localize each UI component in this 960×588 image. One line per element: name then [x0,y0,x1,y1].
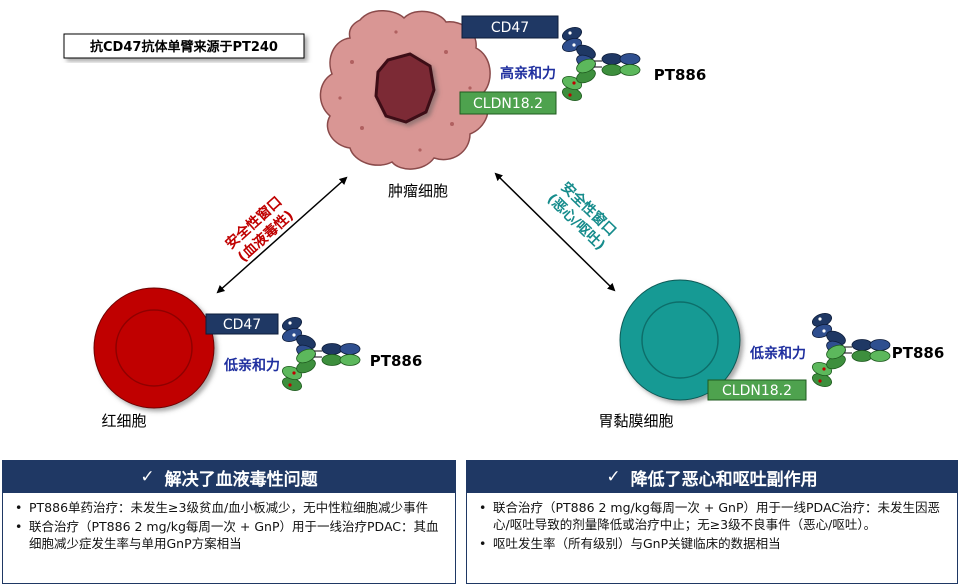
check-icon: ✓ [140,467,155,487]
gastric-cell [619,279,741,401]
rbc-pt886-label: PT886 [370,352,423,370]
panel-right-header: ✓ 降低了恶心和呕吐副作用 [467,461,957,493]
gastric-pt886-antibody [809,310,891,390]
rbc-cd47-label: CD47 [223,317,261,333]
arrow-tumor-gastric [494,172,616,292]
gastric-cldn-receptor [707,379,807,401]
list-item: 呕吐发生率（所有级别）与GnP关键临床的数据相当 [479,535,947,552]
rbc-cd47-receptor [205,313,279,335]
tumor-pt886-antibody [559,24,641,104]
arrow-tumor-rbc [216,176,348,294]
red-blood-cell [93,287,215,409]
check-icon: ✓ [606,467,621,487]
list-item: 联合治疗（PT886 2 mg/kg每周一次 + GnP）用于一线PDAC治疗：… [479,499,947,533]
source-label: 抗CD47抗体单臂来源于PT240 [90,39,278,55]
gastric-affinity-label: 低亲和力 [749,345,806,362]
tumor-cell-label: 肿瘤细胞 [388,182,448,200]
panel-right-list: 联合治疗（PT886 2 mg/kg每周一次 + GnP）用于一线PDAC治疗：… [467,499,957,552]
gastric-cell-label: 胃黏膜细胞 [598,412,673,430]
gastric-cldn-label: CLDN18.2 [722,383,792,399]
tumor-pt886-label: PT886 [654,66,707,84]
panel-left-list: PT886单药治疗：未发生≥3级贫血/血小板减少，无中性粒细胞减少事件 联合治疗… [3,499,455,552]
list-item: 联合治疗（PT886 2 mg/kg每周一次 + GnP）用于一线治疗PDAC：… [15,518,445,552]
hematologic-toxicity-panel: ✓ 解决了血液毒性问题 PT886单药治疗：未发生≥3级贫血/血小板减少，无中性… [2,460,456,584]
rbc-label: 红细胞 [101,412,146,430]
panel-left-header: ✓ 解决了血液毒性问题 [3,461,455,493]
tumor-cell [319,10,491,170]
tumor-affinity-label: 高亲和力 [500,65,556,82]
rbc-pt886-antibody [279,314,361,394]
tumor-cd47-label: CD47 [491,20,529,36]
rbc-affinity-label: 低亲和力 [223,357,280,374]
panel-right-title: 降低了恶心和呕吐副作用 [630,469,818,490]
panel-left-title: 解决了血液毒性问题 [164,469,318,490]
tumor-cldn-label: CLDN18.2 [473,96,543,112]
tumor-cldn-receptor [459,91,557,115]
tumor-cd47-receptor [461,15,559,39]
source-label-box [63,33,305,59]
gastric-pt886-label: PT886 [892,344,945,362]
list-item: PT886单药治疗：未发生≥3级贫血/血小板减少，无中性粒细胞减少事件 [15,499,445,516]
nausea-vomiting-panel: ✓ 降低了恶心和呕吐副作用 联合治疗（PT886 2 mg/kg每周一次 + G… [466,460,958,584]
tumor-nucleus [374,52,436,124]
